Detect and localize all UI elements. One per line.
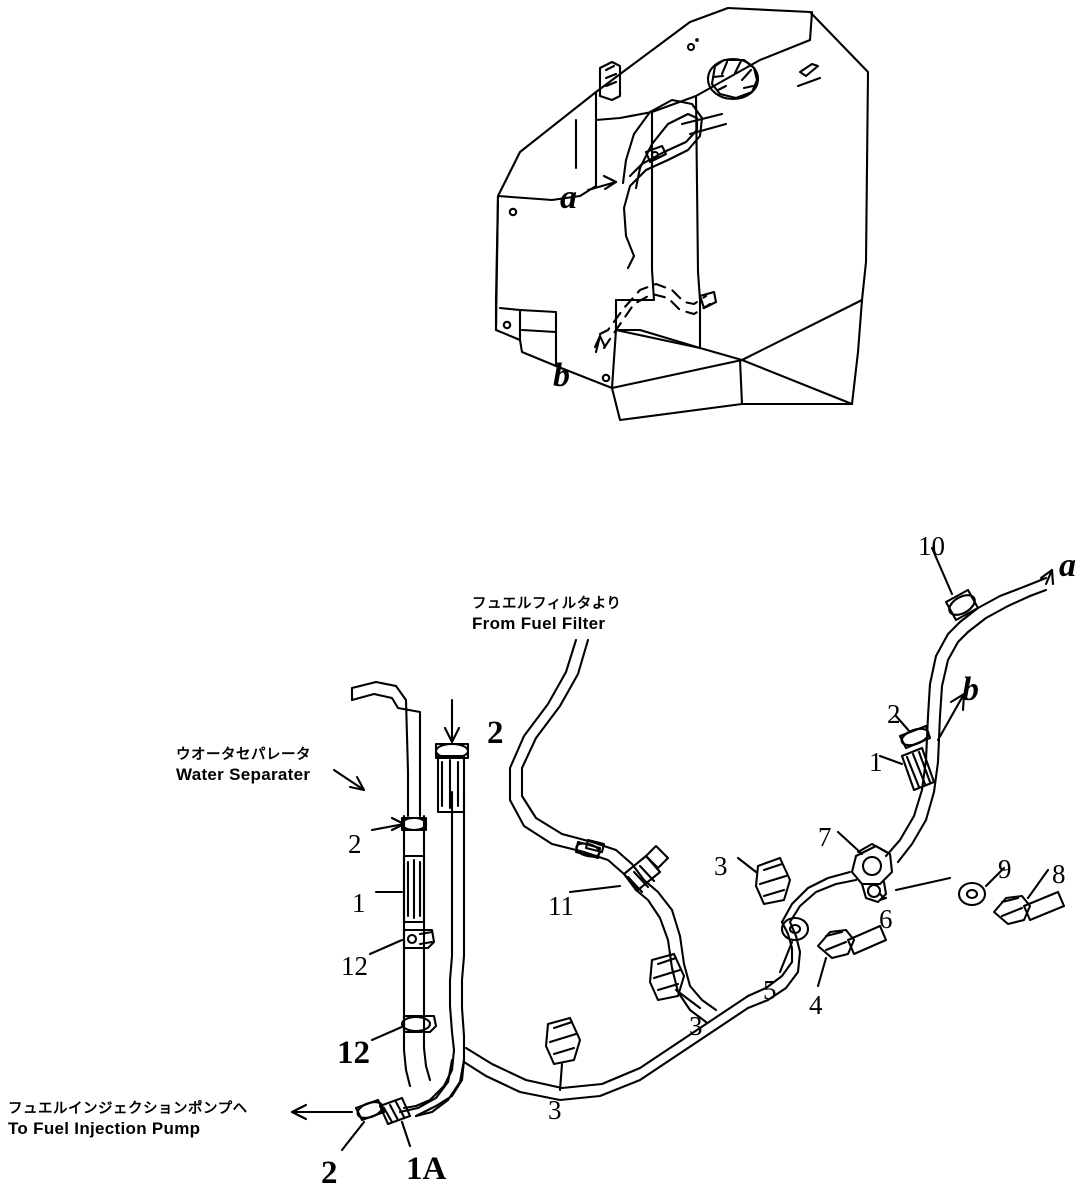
item-number-9: 9 xyxy=(998,854,1012,884)
callout-a-lower: a xyxy=(1059,547,1076,584)
callout-b-lower: b xyxy=(962,671,979,708)
callout-a-upper: a xyxy=(560,179,577,216)
item-number-2-left-upper: 2 xyxy=(487,715,504,751)
caption-to-fuel-injection-pump: フュエルインジェクションポンプヘ To Fuel Injection Pump xyxy=(8,1097,248,1139)
caption-from-fuel-filter: フュエルフィルタより From Fuel Filter xyxy=(472,592,621,634)
item-number-11: 11 xyxy=(548,891,574,921)
item-number-12-lower: 12 xyxy=(337,1035,370,1071)
callout-b-upper: b xyxy=(553,357,570,394)
item-number-3-bottom: 3 xyxy=(548,1095,562,1125)
item-number-3-mid: 3 xyxy=(714,851,728,881)
item-number-1-right: 1 xyxy=(869,747,883,777)
caption-from-fuel-filter-jp: フュエルフィルタより xyxy=(472,596,622,612)
caption-water-separater: ウオータセパレータ Water Separater xyxy=(176,743,311,785)
item-number-4: 4 xyxy=(809,990,823,1020)
item-number-12-upper: 12 xyxy=(341,951,368,981)
caption-water-separater-jp: ウオータセパレータ xyxy=(176,747,311,763)
caption-to-fuel-injection-pump-jp: フュエルインジェクションポンプヘ xyxy=(8,1101,248,1117)
item-number-10: 10 xyxy=(918,531,945,561)
item-number-2-left: 2 xyxy=(348,829,362,859)
caption-from-fuel-filter-en: From Fuel Filter xyxy=(472,614,606,633)
item-number-6: 6 xyxy=(879,904,893,934)
item-number-8: 8 xyxy=(1052,859,1066,889)
item-number-5: 5 xyxy=(763,975,777,1005)
item-number-1a: 1A xyxy=(406,1151,447,1187)
item-number-2-bottom: 2 xyxy=(321,1155,338,1191)
item-number-3-lower: 3 xyxy=(689,1011,703,1041)
item-number-2-top-right: 2 xyxy=(887,699,901,729)
item-number-1-left: 1 xyxy=(352,888,366,918)
caption-water-separater-en: Water Separater xyxy=(176,765,311,784)
item-number-7: 7 xyxy=(818,822,832,852)
caption-to-fuel-injection-pump-en: To Fuel Injection Pump xyxy=(8,1119,201,1138)
